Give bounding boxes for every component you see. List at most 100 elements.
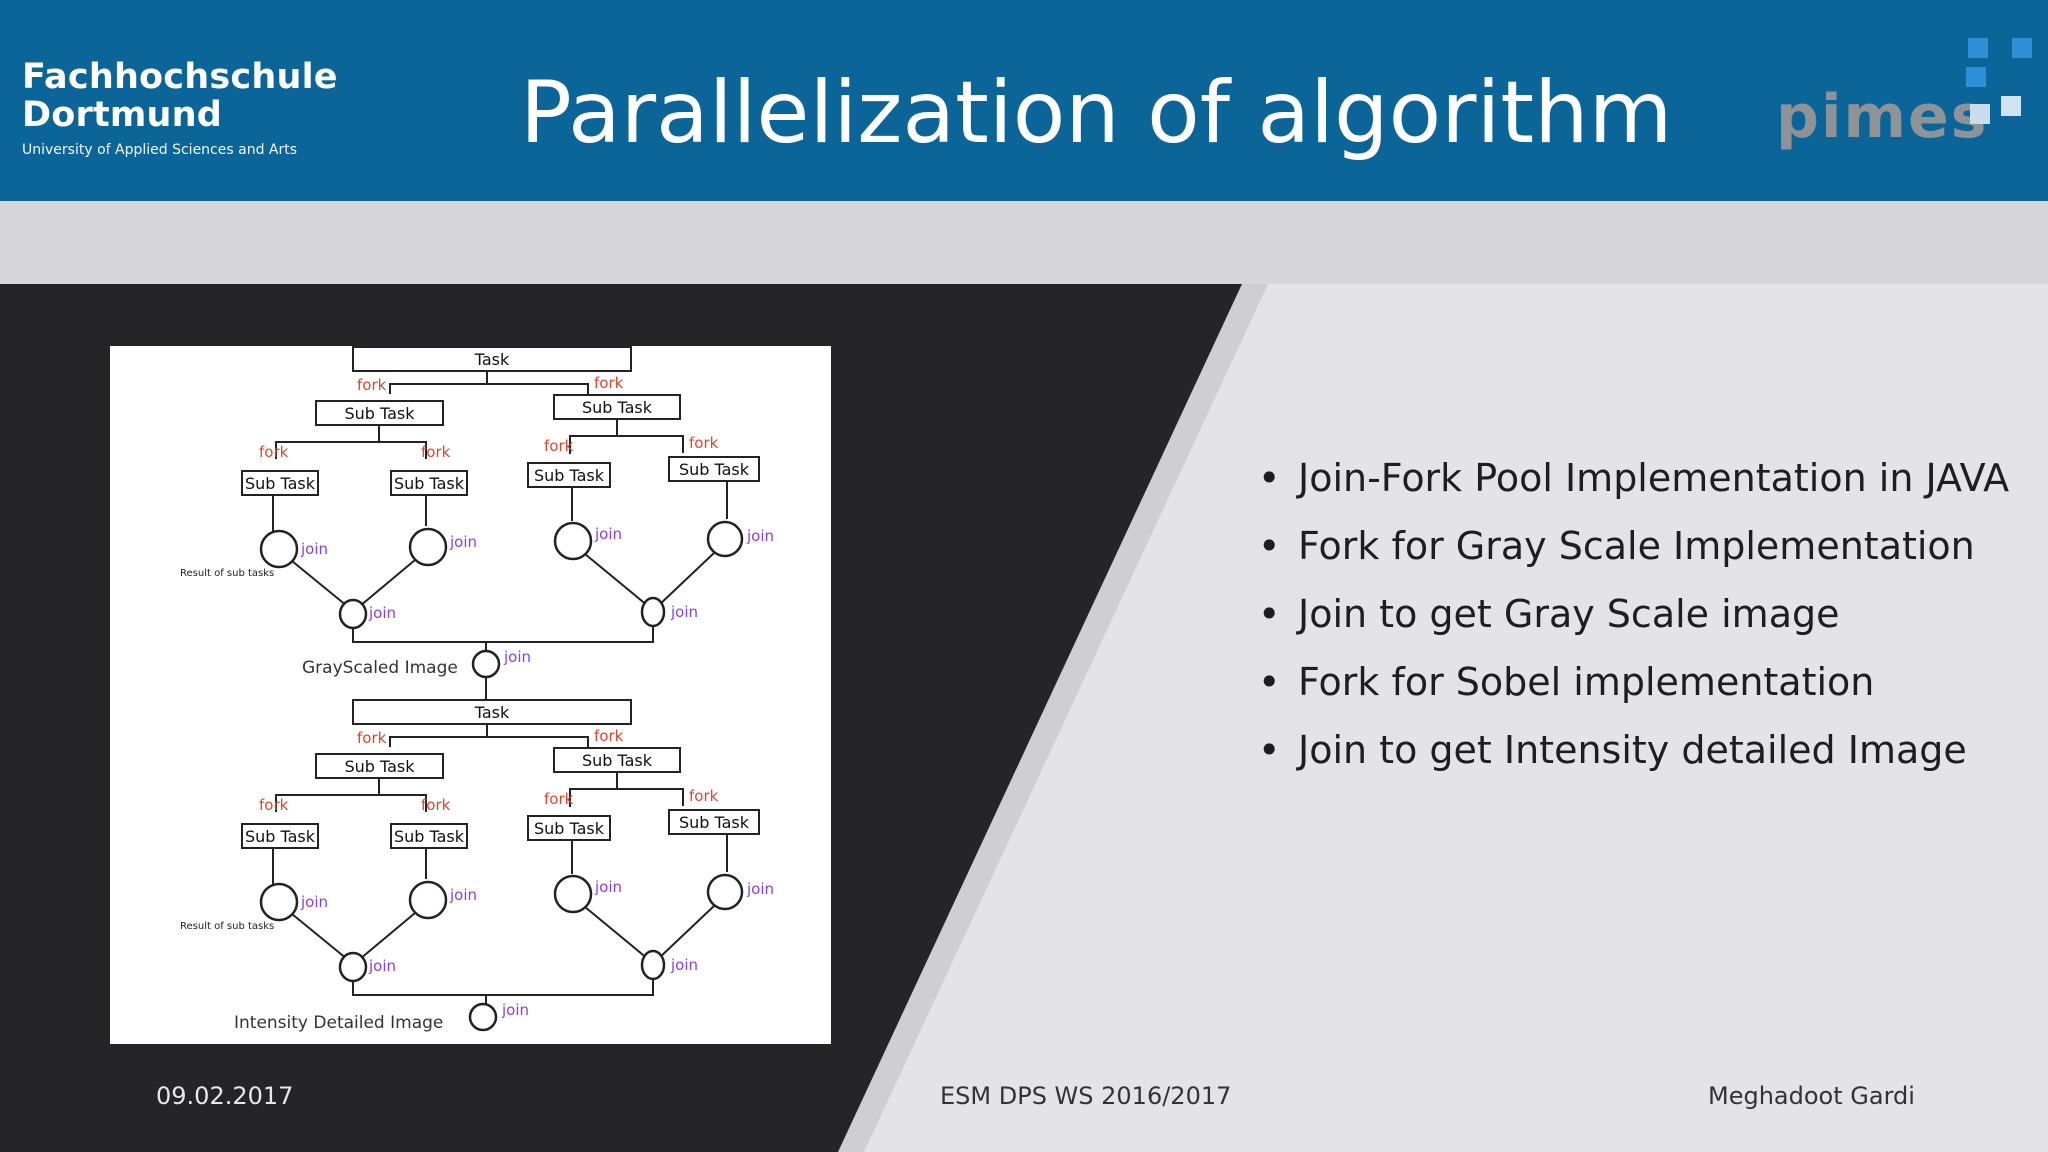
- result-label: Result of sub tasks: [180, 921, 274, 932]
- join-label: join: [368, 957, 396, 975]
- sub-task-label: Sub Task: [344, 757, 415, 776]
- sub-task-label: Sub Task: [534, 466, 605, 485]
- sub-task-label: Sub Task: [344, 404, 415, 423]
- join-label: join: [746, 880, 774, 898]
- join-node: [706, 520, 744, 558]
- result-label: Result of sub tasks: [180, 568, 274, 579]
- bullet-item: Join to get Intensity detailed Image: [1258, 727, 2018, 773]
- sub-task-box: [553, 747, 681, 773]
- join-node: [338, 951, 368, 983]
- fork-label: fork: [421, 443, 451, 461]
- fork-label: fork: [357, 729, 387, 747]
- join-label: join: [501, 1001, 529, 1019]
- sub-task-box: [527, 815, 611, 841]
- join-label: join: [503, 648, 531, 666]
- fork-label: fork: [594, 374, 624, 392]
- connector-line: [389, 383, 589, 394]
- fork-label: fork: [544, 437, 574, 455]
- join-label: join: [594, 525, 622, 543]
- intensity-image-label: Intensity Detailed Image: [234, 1013, 443, 1033]
- logo-square: [1966, 67, 1986, 87]
- pimes-logo: pimes: [1770, 38, 1990, 162]
- connector-line: [359, 559, 416, 607]
- join-node: [640, 949, 666, 981]
- bullet-item: Fork for Gray Scale Implementation: [1258, 523, 2018, 569]
- logo-square: [1970, 104, 1990, 124]
- grayscaled-image-label: GrayScaled Image: [302, 658, 458, 678]
- footer-date: 09.02.2017: [156, 1082, 294, 1110]
- sub-task-box: [241, 823, 319, 849]
- sub-task-box: [315, 400, 444, 426]
- connector-line: [359, 912, 416, 960]
- sub-task-label: Sub Task: [679, 813, 750, 832]
- sub-task-box: [390, 823, 468, 849]
- task-label: Task: [474, 703, 510, 722]
- sub-task-label: Sub Task: [394, 474, 465, 493]
- footer-author: Meghadoot Gardi: [1708, 1082, 1915, 1110]
- connector-line: [275, 441, 427, 459]
- fork-label: fork: [689, 787, 719, 805]
- fork-label: fork: [259, 796, 289, 814]
- sub-task-box: [668, 456, 760, 482]
- connector-line: [657, 905, 715, 960]
- join-node: [553, 874, 593, 914]
- sub-task-box: [390, 470, 468, 496]
- connector-line: [352, 979, 654, 996]
- task-box: [352, 346, 632, 372]
- connector-line: [584, 553, 649, 607]
- sub-task-box: [668, 809, 760, 835]
- sub-task-label: Sub Task: [679, 460, 750, 479]
- sub-task-label: Sub Task: [245, 474, 316, 493]
- connector-line: [275, 794, 427, 812]
- fork-label: fork: [421, 796, 451, 814]
- logo-square: [2012, 38, 2032, 58]
- join-node: [259, 882, 299, 922]
- sub-task-label: Sub Task: [582, 398, 653, 417]
- university-logo: Fachhochschule Dortmund University of Ap…: [22, 58, 338, 158]
- join-node: [338, 598, 368, 630]
- join-label: join: [449, 886, 477, 904]
- join-node: [468, 1002, 498, 1032]
- connector-line: [352, 626, 654, 643]
- connector-line: [569, 788, 684, 807]
- join-label: join: [670, 956, 698, 974]
- fork-label: fork: [259, 443, 289, 461]
- task-box: [352, 699, 632, 725]
- bullet-list: Join-Fork Pool Implementation in JAVA Fo…: [1258, 455, 2018, 795]
- join-label: join: [594, 878, 622, 896]
- bullet-item: Join-Fork Pool Implementation in JAVA: [1258, 455, 2018, 501]
- join-node: [408, 527, 448, 567]
- connector-line: [584, 906, 649, 960]
- slide-title: Parallelization of algorithm: [520, 63, 1673, 163]
- task-label: Task: [474, 350, 510, 369]
- connector-line: [389, 736, 589, 747]
- connector-line: [569, 435, 684, 454]
- connector-line: [657, 552, 715, 607]
- fork-label: fork: [689, 434, 719, 452]
- logo-line-1: Fachhochschule: [22, 57, 338, 97]
- join-node: [471, 649, 501, 679]
- fork-label: fork: [357, 376, 387, 394]
- sub-task-label: Sub Task: [245, 827, 316, 846]
- logo-square: [2001, 96, 2021, 116]
- join-node: [408, 880, 448, 920]
- sub-task-label: Sub Task: [394, 827, 465, 846]
- sub-task-box: [241, 470, 319, 496]
- join-label: join: [670, 603, 698, 621]
- connector-line: [291, 560, 348, 607]
- join-label: join: [746, 527, 774, 545]
- join-label: join: [300, 893, 328, 911]
- bullet-item: Fork for Sobel implementation: [1258, 659, 2018, 705]
- fork-label: fork: [594, 727, 624, 745]
- logo-square: [1968, 38, 1988, 58]
- sub-task-label: Sub Task: [534, 819, 605, 838]
- pimes-logo-text: pimes: [1776, 82, 1989, 152]
- join-label: join: [449, 533, 477, 551]
- sub-task-label: Sub Task: [582, 751, 653, 770]
- join-label: join: [300, 540, 328, 558]
- logo-line-2: Dortmund: [22, 95, 223, 135]
- slide-header: Fachhochschule Dortmund University of Ap…: [0, 0, 2048, 201]
- logo-line-3: University of Applied Sciences and Arts: [22, 142, 298, 158]
